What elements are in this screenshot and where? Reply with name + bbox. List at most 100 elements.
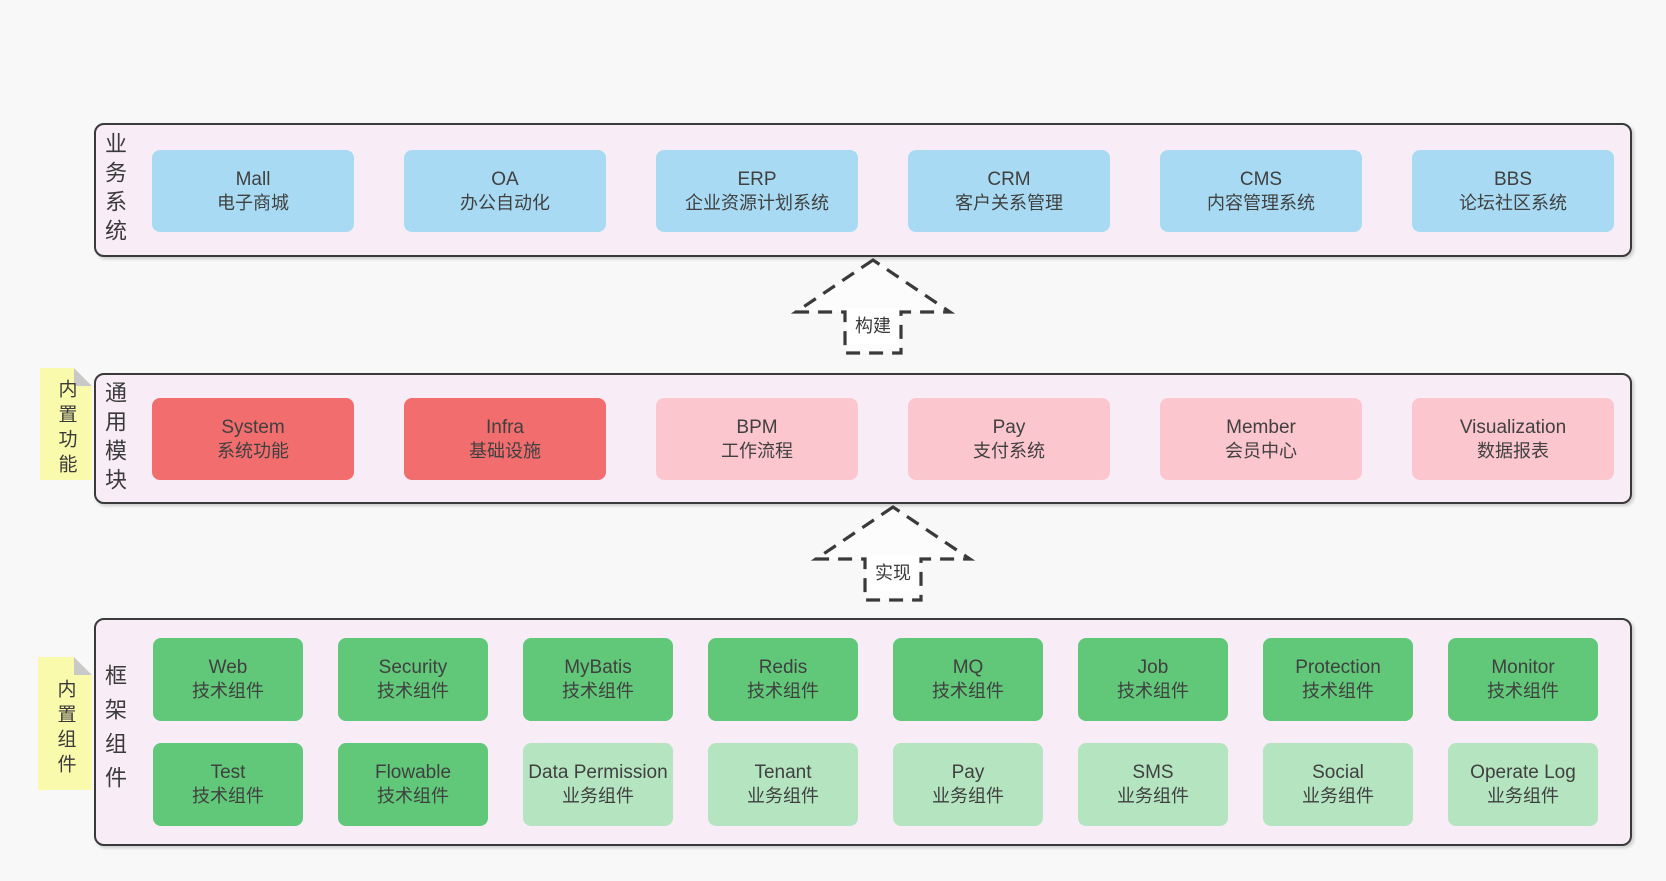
box-name: Mall <box>235 168 271 190</box>
section-label-modules: 通用模块 <box>102 380 127 497</box>
arrow-build: 构建 <box>788 256 958 358</box>
section-label-business: 业务系统 <box>102 132 127 248</box>
box-name: CRM <box>987 168 1031 190</box>
box-crm: CRM 客户关系管理 <box>908 150 1110 232</box>
section-common-modules: 通用模块 System 系统功能 Infra 基础设施 BPM 工作流程 Pay… <box>94 373 1632 504</box>
box-data-permission: Data Permission 业务组件 <box>523 743 673 826</box>
box-name: Flowable <box>374 762 452 784</box>
dashed-up-arrow-icon <box>790 258 956 355</box>
box-name: OA <box>491 168 519 190</box>
box-desc: 技术组件 <box>562 681 634 702</box>
box-protection: Protection 技术组件 <box>1263 638 1413 721</box>
box-desc: 技术组件 <box>747 681 819 702</box>
box-desc: 基础设施 <box>469 440 541 461</box>
box-operate-log: Operate Log 业务组件 <box>1448 743 1598 826</box>
box-desc: 客户关系管理 <box>955 192 1063 213</box>
box-job: Job 技术组件 <box>1078 638 1228 721</box>
box-desc: 技术组件 <box>377 786 449 807</box>
box-name: Test <box>210 762 246 784</box>
box-erp: ERP 企业资源计划系统 <box>656 150 858 232</box>
box-name: Pay <box>992 416 1026 438</box>
box-oa: OA 办公自动化 <box>404 150 606 232</box>
box-mq: MQ 技术组件 <box>893 638 1043 721</box>
box-name: Tenant <box>754 762 812 784</box>
box-cms: CMS 内容管理系统 <box>1160 150 1362 232</box>
box-redis: Redis 技术组件 <box>708 638 858 721</box>
box-desc: 业务组件 <box>1487 786 1559 807</box>
box-desc: 技术组件 <box>1302 681 1374 702</box>
box-desc: 技术组件 <box>932 681 1004 702</box>
section-business-systems: 业务系统 Mall 电子商城 OA 办公自动化 ERP 企业资源计划系统 CRM… <box>94 123 1632 257</box>
box-name: Web <box>208 657 248 679</box>
sticky-note-label: 内置组件 <box>54 678 76 779</box>
box-name: ERP <box>737 168 777 190</box>
arrow-label: 实现 <box>867 555 919 591</box>
box-security: Security 技术组件 <box>338 638 488 721</box>
arrow-implement: 实现 <box>808 503 978 605</box>
box-name: Infra <box>485 416 525 438</box>
box-desc: 技术组件 <box>192 786 264 807</box>
box-monitor: Monitor 技术组件 <box>1448 638 1598 721</box>
box-desc: 办公自动化 <box>460 192 550 213</box>
box-name: MyBatis <box>564 657 632 679</box>
box-name: Visualization <box>1459 416 1567 438</box>
box-bbs: BBS 论坛社区系统 <box>1412 150 1614 232</box>
box-name: Protection <box>1295 657 1381 679</box>
box-name: SMS <box>1132 762 1174 784</box>
box-desc: 支付系统 <box>973 440 1045 461</box>
box-desc: 业务组件 <box>747 786 819 807</box>
box-desc: 技术组件 <box>1487 681 1559 702</box>
box-visualization: Visualization 数据报表 <box>1412 398 1614 480</box>
note-fold-icon <box>74 657 92 675</box>
box-tenant: Tenant 业务组件 <box>708 743 858 826</box>
box-sms: SMS 业务组件 <box>1078 743 1228 826</box>
box-name: Social <box>1312 762 1364 784</box>
box-social: Social 业务组件 <box>1263 743 1413 826</box>
box-web: Web 技术组件 <box>153 638 303 721</box>
box-desc: 工作流程 <box>721 440 793 461</box>
box-mybatis: MyBatis 技术组件 <box>523 638 673 721</box>
box-name: Member <box>1226 416 1296 438</box>
dashed-up-arrow-icon <box>810 505 976 602</box>
box-pay-biz: Pay 业务组件 <box>893 743 1043 826</box>
box-desc: 论坛社区系统 <box>1459 192 1567 213</box>
box-desc: 企业资源计划系统 <box>685 192 829 213</box>
box-name: CMS <box>1239 168 1283 190</box>
box-name: BPM <box>736 416 778 438</box>
box-desc: 技术组件 <box>377 681 449 702</box>
box-infra: Infra 基础设施 <box>404 398 606 480</box>
box-pay: Pay 支付系统 <box>908 398 1110 480</box>
sticky-note-label: 内置功能 <box>55 379 77 479</box>
box-test: Test 技术组件 <box>153 743 303 826</box>
box-desc: 内容管理系统 <box>1207 192 1315 213</box>
box-flowable: Flowable 技术组件 <box>338 743 488 826</box>
box-name: Job <box>1137 657 1169 679</box>
section-framework-components: 框架组件 Web 技术组件 Security 技术组件 MyBatis 技术组件… <box>94 618 1632 846</box>
box-bpm: BPM 工作流程 <box>656 398 858 480</box>
box-name: Monitor <box>1491 657 1555 679</box>
box-desc: 业务组件 <box>932 786 1004 807</box>
box-name: Data Permission <box>528 762 668 784</box>
box-desc: 技术组件 <box>1117 681 1189 702</box>
box-name: MQ <box>952 657 984 679</box>
box-desc: 业务组件 <box>1117 786 1189 807</box>
box-system: System 系统功能 <box>152 398 354 480</box>
box-desc: 业务组件 <box>562 786 634 807</box>
box-desc: 电子商城 <box>217 192 289 213</box>
box-name: Redis <box>758 657 808 679</box>
box-desc: 系统功能 <box>217 440 289 461</box>
box-name: Pay <box>951 762 985 784</box>
box-desc: 业务组件 <box>1302 786 1374 807</box>
box-desc: 技术组件 <box>192 681 264 702</box>
section-label-components: 框架组件 <box>102 664 127 800</box>
box-member: Member 会员中心 <box>1160 398 1362 480</box>
arrow-label: 构建 <box>847 308 899 344</box>
box-name: BBS <box>1493 168 1533 190</box>
note-fold-icon <box>74 368 92 386</box>
box-name: Operate Log <box>1470 762 1576 784</box>
box-desc: 会员中心 <box>1225 440 1297 461</box>
box-name: System <box>221 416 285 438</box>
box-name: Security <box>378 657 448 679</box>
box-mall: Mall 电子商城 <box>152 150 354 232</box>
